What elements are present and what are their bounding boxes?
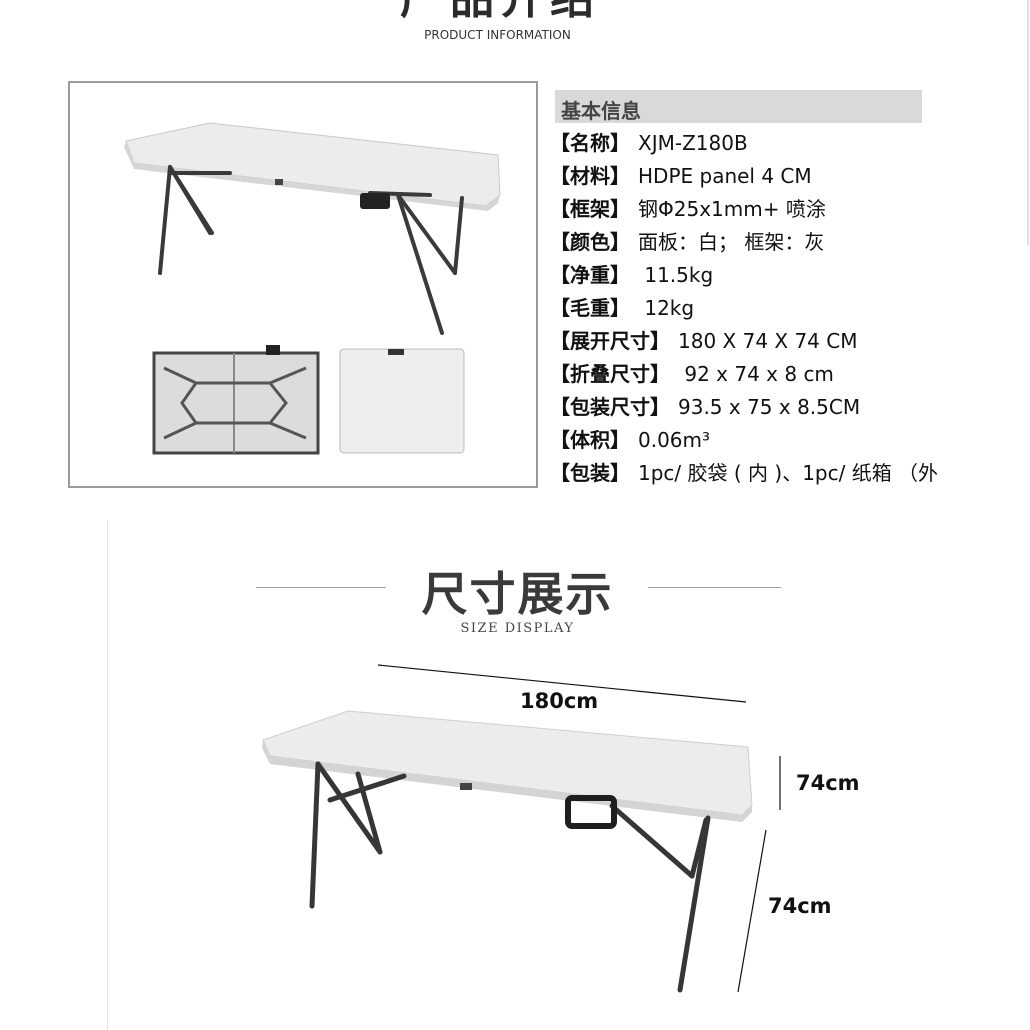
spec-key: 【框架】 — [550, 197, 630, 221]
spec-value: XJM-Z180B — [638, 131, 748, 155]
section-rule-right — [648, 587, 781, 588]
size-section-title: 尺寸展示 — [421, 567, 614, 621]
spec-row-net-weight: 【净重】 11.5kg — [550, 260, 713, 290]
spec-key: 【净重】 — [550, 263, 630, 287]
spec-key: 【体积】 — [550, 428, 630, 452]
spec-row-frame: 【框架】钢Φ25x1mm+ 喷涂 — [550, 194, 826, 224]
folded-underside-image — [152, 345, 320, 455]
spec-value: 93.5 x 75 x 8.5CM — [678, 395, 861, 419]
open-table-image — [124, 122, 501, 335]
height-label: 74cm — [768, 894, 832, 918]
spec-row-folded-size: 【折叠尺寸】 92 x 74 x 8 cm — [550, 359, 834, 389]
spec-value: 11.5kg — [638, 263, 714, 287]
width-label: 74cm — [796, 771, 860, 795]
spec-row-packing: 【包装】 1pc/ 胶袋 ( 内 )、1pc/ 纸箱 （外 — [550, 458, 938, 488]
height-dimension-line — [737, 829, 767, 993]
spec-value: 面板：白； 框架：灰 — [638, 230, 825, 254]
right-edge-line — [1027, 0, 1029, 245]
spec-key: 【展开尺寸】 — [550, 329, 670, 353]
length-dimension-line — [377, 664, 747, 703]
spec-row-open-size: 【展开尺寸】 180 X 74 X 74 CM — [550, 326, 857, 356]
info-heading-bar: 基本信息 — [555, 90, 922, 123]
info-heading: 基本信息 — [561, 99, 641, 123]
spec-row-color: 【颜色】面板：白； 框架：灰 — [550, 227, 824, 257]
spec-key: 【毛重】 — [550, 296, 630, 320]
spec-row-material: 【材料】 HDPE panel 4 CM — [550, 161, 812, 191]
section-rule-left — [256, 587, 386, 588]
page-subtitle: PRODUCT INFORMATION — [424, 28, 571, 42]
folded-top-image — [339, 348, 465, 454]
spec-value: 92 x 74 x 8 cm — [678, 362, 834, 386]
size-section-subtitle: SIZE DISPLAY — [460, 621, 575, 636]
length-label: 180cm — [520, 689, 599, 713]
spec-value: 钢Φ25x1mm+ 喷涂 — [638, 197, 826, 221]
folding-table-illustration — [124, 122, 501, 455]
page-title: 产品介绍 — [360, 0, 640, 26]
spec-value: 0.06m³ — [638, 428, 711, 452]
spec-key: 【包装】 — [550, 461, 630, 485]
spec-row-volume: 【体积】 0.06m³ — [550, 425, 710, 455]
spec-row-package-size: 【包装尺寸】 93.5 x 75 x 8.5CM — [550, 392, 860, 422]
spec-key: 【名称】 — [550, 131, 630, 155]
left-divider-line — [107, 520, 108, 1030]
spec-row-gross-weight: 【毛重】 12kg — [550, 293, 694, 323]
spec-row-name: 【名称】 XJM-Z180B — [550, 128, 748, 158]
open-table-large — [262, 710, 753, 993]
spec-key: 【包装尺寸】 — [550, 395, 670, 419]
spec-key: 【折叠尺寸】 — [550, 362, 670, 386]
spec-key: 【颜色】 — [550, 230, 630, 254]
spec-value: 180 X 74 X 74 CM — [678, 329, 858, 353]
spec-value: 1pc/ 胶袋 ( 内 )、1pc/ 纸箱 （外 — [638, 461, 939, 485]
size-display-illustration — [262, 664, 781, 993]
spec-value: 12kg — [638, 296, 695, 320]
spec-key: 【材料】 — [550, 164, 630, 188]
spec-value: HDPE panel 4 CM — [638, 164, 812, 188]
product-image-frame — [68, 81, 538, 488]
